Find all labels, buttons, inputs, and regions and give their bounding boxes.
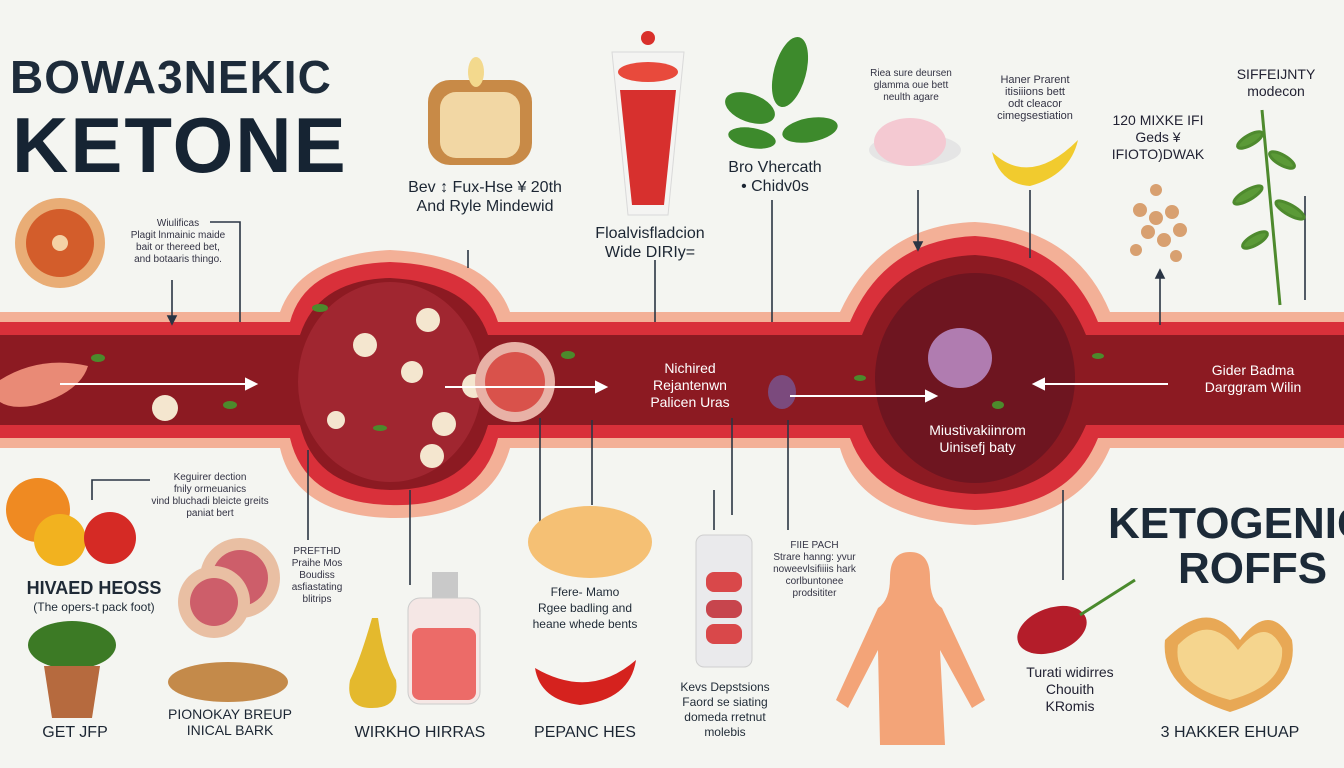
label-top-right1: Riea sure deursen glamma oue bett neulth… (870, 68, 952, 103)
title-line1: BOWA3NEKIC (10, 51, 332, 103)
label-top-right2: Haner Prarent itisiiions bett odt cleaco… (997, 74, 1073, 122)
body-figure (836, 552, 985, 745)
label-vessel-right-bottom: Miustivakiinrom Uinisefj baty (929, 422, 1026, 455)
radish-illustration (1017, 578, 1136, 655)
potted-plant-illustration (28, 621, 116, 718)
label-kevs: Kevs Depstsions Faord se siating domeda … (680, 680, 770, 739)
bottom-label-4: PEPANC HES (534, 724, 636, 741)
title-line2: KETONE (12, 101, 348, 189)
label-top-right3: 120 MIXKE IFI Geds ¥ IFIOTO)DWAK (1111, 112, 1205, 162)
label-left-mid: Keguirer dection fnily ormeuanics vind b… (151, 472, 269, 519)
meat-slice (0, 362, 88, 407)
pill-bottle-illustration (695, 534, 753, 668)
label-pills: FIIE PACH Strare hanng: yvur noweevlsifi… (773, 540, 856, 599)
chili-illustration (535, 660, 636, 705)
right-title-line1: KETOGENIC (1108, 499, 1344, 548)
label-donut: Ffere- Mamo Rgee badling and heane whede… (532, 585, 638, 631)
label-bread: Bev ↕ Fux-Hse ¥ 20th And Ryle Mindewid (408, 179, 562, 215)
label-prefthd: PREFTHD Praihe Mos Boudiss asfiastating … (291, 546, 343, 605)
leaf-illustration (725, 36, 838, 149)
label-vessel-far-right: Gider Badma Darggram Wilin (1204, 362, 1302, 395)
pizza-illustration (1164, 617, 1293, 712)
vesicle (928, 328, 992, 388)
bread-illustration (428, 57, 532, 165)
label-hived-sub: (The opers-t pack foot) (33, 600, 155, 614)
label-leaf: Bro Vhercath • Chidv0s (728, 159, 822, 195)
label-glass: Floalvisfladcion Wide DIRIy= (595, 225, 705, 261)
orange-slice-illustration (15, 198, 105, 288)
label-top-right4: SIFFEIJNTY modecon (1236, 66, 1316, 99)
chamber-left (298, 282, 482, 482)
chickpeas-illustration (1130, 184, 1187, 262)
herb-illustration (1232, 109, 1306, 306)
banana-illustration (992, 140, 1078, 186)
bottle-illustration (407, 572, 481, 705)
ham-slices-illustration (178, 538, 280, 638)
bottom-label-5: 3 HAKKER EHUAP (1160, 724, 1300, 741)
pear-illustration (349, 618, 397, 708)
nuts-illustration (168, 662, 288, 702)
right-title-line2: ROFFS (1178, 544, 1328, 593)
bottom-label-3: WIRKHO HIRRAS (354, 724, 486, 741)
label-left-note: Wiulificas Plagit lnmainic maide bait or… (130, 218, 226, 265)
label-turati: Turati widirres Chouith KRomis (1026, 664, 1114, 714)
donut-illustration (528, 506, 652, 578)
bottom-label-2: PIONOKAY BREUP INICAL BARK (168, 706, 292, 738)
label-vessel-center: Nichired Rejantenwn Palicen Uras (650, 360, 730, 410)
bottom-label-1: GET JFP (42, 724, 108, 741)
label-hived: HIVAED HEOSS (26, 578, 162, 598)
meat-bowl-illustration (869, 118, 961, 166)
leaves (91, 304, 1104, 431)
fruit-illustration (6, 478, 136, 566)
glass-illustration (611, 31, 685, 216)
